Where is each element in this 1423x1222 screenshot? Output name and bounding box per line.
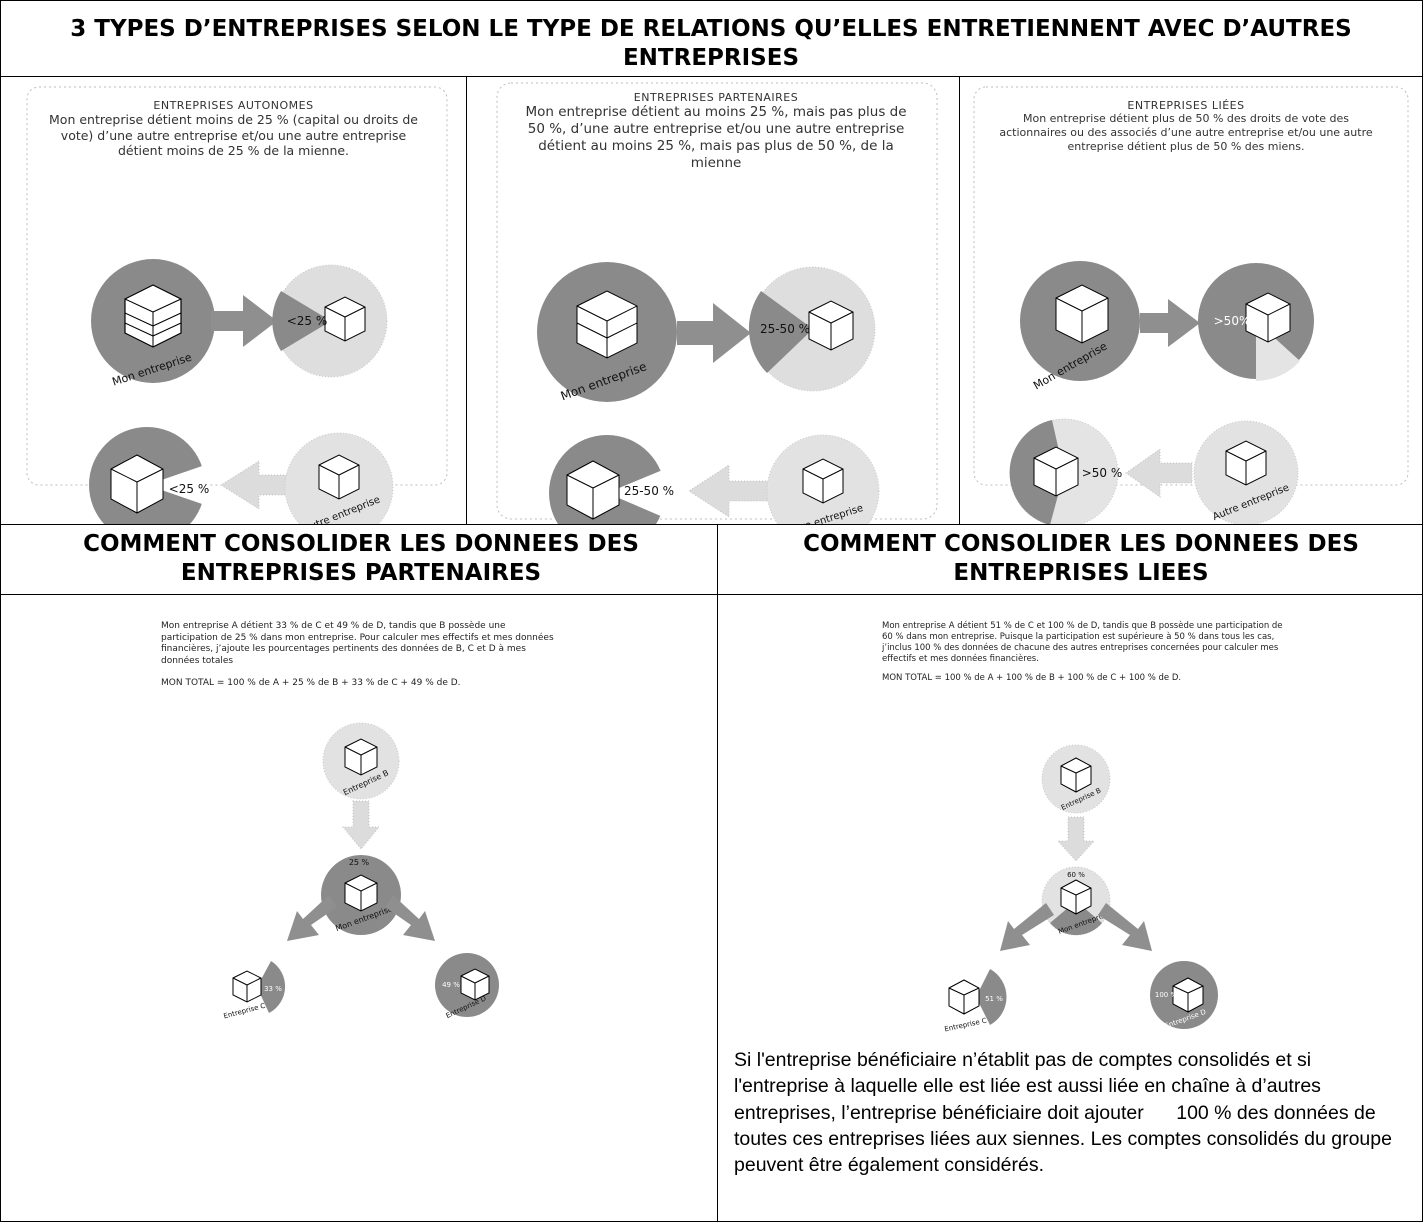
arrow-left-icon: [220, 460, 294, 510]
main-title: 3 TYPES D’ENTREPRISES SELON LE TYPE DE R…: [70, 16, 1352, 71]
arrow-right-icon: [1140, 299, 1200, 347]
entreprise-b-disc: Entreprise B: [322, 722, 400, 800]
mon-entreprise-disc: 25-50 %: [549, 435, 674, 524]
pct-label: 100 %: [1155, 991, 1178, 999]
building-icon: [232, 970, 262, 1003]
panel-title: ENTREPRISES PARTENAIRES: [633, 91, 799, 104]
autre-entreprise-disc: <25 %: [272, 264, 388, 378]
pct-label: 60 %: [1067, 871, 1085, 879]
pct-label: >50%: [1214, 314, 1251, 328]
pct-label: 49 %: [442, 981, 460, 989]
pct-label: 33 %: [264, 985, 282, 993]
entreprise-c-disc: 51 % Entreprise C: [938, 965, 1007, 1033]
panel-consolidation-liees: Mon entreprise A détient 51 % de C et 10…: [718, 595, 1422, 1221]
mon-entreprise-disc: Mon entreprise: [537, 262, 677, 403]
pct-label: 25 %: [349, 858, 370, 867]
divider: [466, 76, 467, 524]
building-icon: [1172, 977, 1204, 1013]
arrow-left-icon: [1125, 448, 1193, 498]
arrow-down-left-icon: [1000, 903, 1054, 951]
divider: [717, 524, 718, 1221]
building-icon: [1060, 757, 1092, 793]
explanation-text: Mon entreprise A détient 51 % de C et 10…: [882, 621, 1283, 665]
heading-consolider-liees: COMMENT CONSOLIDER LES DONNEES DES ENTRE…: [803, 531, 1359, 586]
panel-partenaires: ENTREPRISES PARTENAIRES Mon entreprise d…: [467, 77, 959, 524]
building-icon: [344, 874, 378, 912]
building-icon: [324, 296, 366, 342]
linked-note: Si l'entreprise bénéficiaire n’établit p…: [734, 1049, 1398, 1177]
autre-entreprise-disc: Autre entreprise: [1193, 420, 1299, 524]
building-icon: [1225, 440, 1267, 486]
divider: [1, 524, 1422, 525]
mon-entreprise-disc: 60 % Mon entreprise: [1041, 866, 1111, 936]
building-icon: [576, 290, 638, 359]
pct-label: >50 %: [1082, 466, 1123, 480]
entreprise-d-disc: 100 % Entreprise D: [1150, 961, 1218, 1030]
panel-consolidation-partenaires: Mon entreprise A détient 33 % de C et 49…: [1, 595, 717, 1221]
arrow-right-icon: [677, 303, 751, 363]
total-formula: MON TOTAL = 100 % de A + 25 % de B + 33 …: [161, 677, 461, 688]
divider: [959, 76, 960, 524]
mon-entreprise-disc: >50 %: [1009, 418, 1123, 524]
divider: [1, 594, 1422, 595]
entreprise-d-disc: 49 % Entreprise D: [435, 953, 499, 1020]
mon-entreprise-disc: Mon entreprise: [1020, 261, 1140, 392]
panel-description: Mon entreprise détient moins de 25 % (ca…: [49, 112, 418, 159]
pct-label: <25 %: [287, 314, 328, 328]
building-icon: [802, 458, 844, 504]
arrow-left-icon: [688, 464, 770, 518]
entreprise-c-disc: 33 % Entreprise C: [221, 957, 286, 1020]
arrow-down-right-icon: [385, 895, 435, 941]
mon-entreprise-disc: 25 % Mon entreprise: [321, 855, 401, 935]
arrow-down-icon: [1056, 816, 1096, 862]
autre-entreprise-disc: 25-50 %: [748, 266, 876, 392]
autre-entreprise-disc: Autre entreprise: [284, 432, 394, 524]
panel-title: ENTREPRISES AUTONOMES: [153, 99, 314, 112]
mon-entreprise-disc: <25 %: [89, 427, 209, 524]
arrow-down-icon: [341, 800, 381, 850]
building-icon: [1055, 284, 1109, 344]
pct-label: <25 %: [169, 482, 210, 496]
pct-label: 25-50 %: [760, 322, 810, 336]
autre-entreprise-disc: >50%: [1198, 263, 1314, 381]
arrow-down-right-icon: [1098, 903, 1152, 951]
arrow-down-left-icon: [287, 895, 337, 941]
divider: [1, 76, 1422, 77]
total-formula: MON TOTAL = 100 % de A + 100 % de B + 10…: [882, 673, 1182, 684]
building-icon: [124, 284, 182, 348]
building-icon: [318, 454, 360, 500]
heading-consolider-partenaires: COMMENT CONSOLIDER LES DONNEES DES ENTRE…: [83, 531, 639, 586]
panel-description: Mon entreprise détient plus de 50 % des …: [999, 112, 1373, 153]
panel-liees: ENTREPRISES LIÉES Mon entreprise détient…: [960, 77, 1422, 524]
panel-description: Mon entreprise détient au moins 25 %, ma…: [525, 104, 907, 171]
arrow-right-icon: [211, 295, 277, 347]
panel-title: ENTREPRISES LIÉES: [1127, 99, 1245, 112]
building-icon: [1033, 446, 1079, 497]
pct-label: 51 %: [985, 995, 1003, 1003]
pct-label: 25-50 %: [624, 484, 674, 498]
explanation-text: Mon entreprise A détient 33 % de C et 49…: [161, 621, 554, 667]
autre-entreprise-disc: Autre entreprise: [766, 434, 880, 524]
building-icon: [344, 738, 378, 776]
building-icon: [1060, 879, 1092, 915]
mon-entreprise-disc: Mon entreprise: [91, 259, 215, 389]
panel-autonomes: ENTREPRISES AUTONOMES Mon entreprise dét…: [1, 77, 466, 524]
building-icon: [1245, 292, 1291, 343]
building-icon: [110, 454, 164, 514]
building-icon: [948, 979, 980, 1015]
building-icon: [808, 300, 854, 351]
building-icon: [566, 460, 620, 520]
building-icon: [460, 968, 490, 1001]
entreprise-b-disc: Entreprise B: [1041, 744, 1111, 814]
